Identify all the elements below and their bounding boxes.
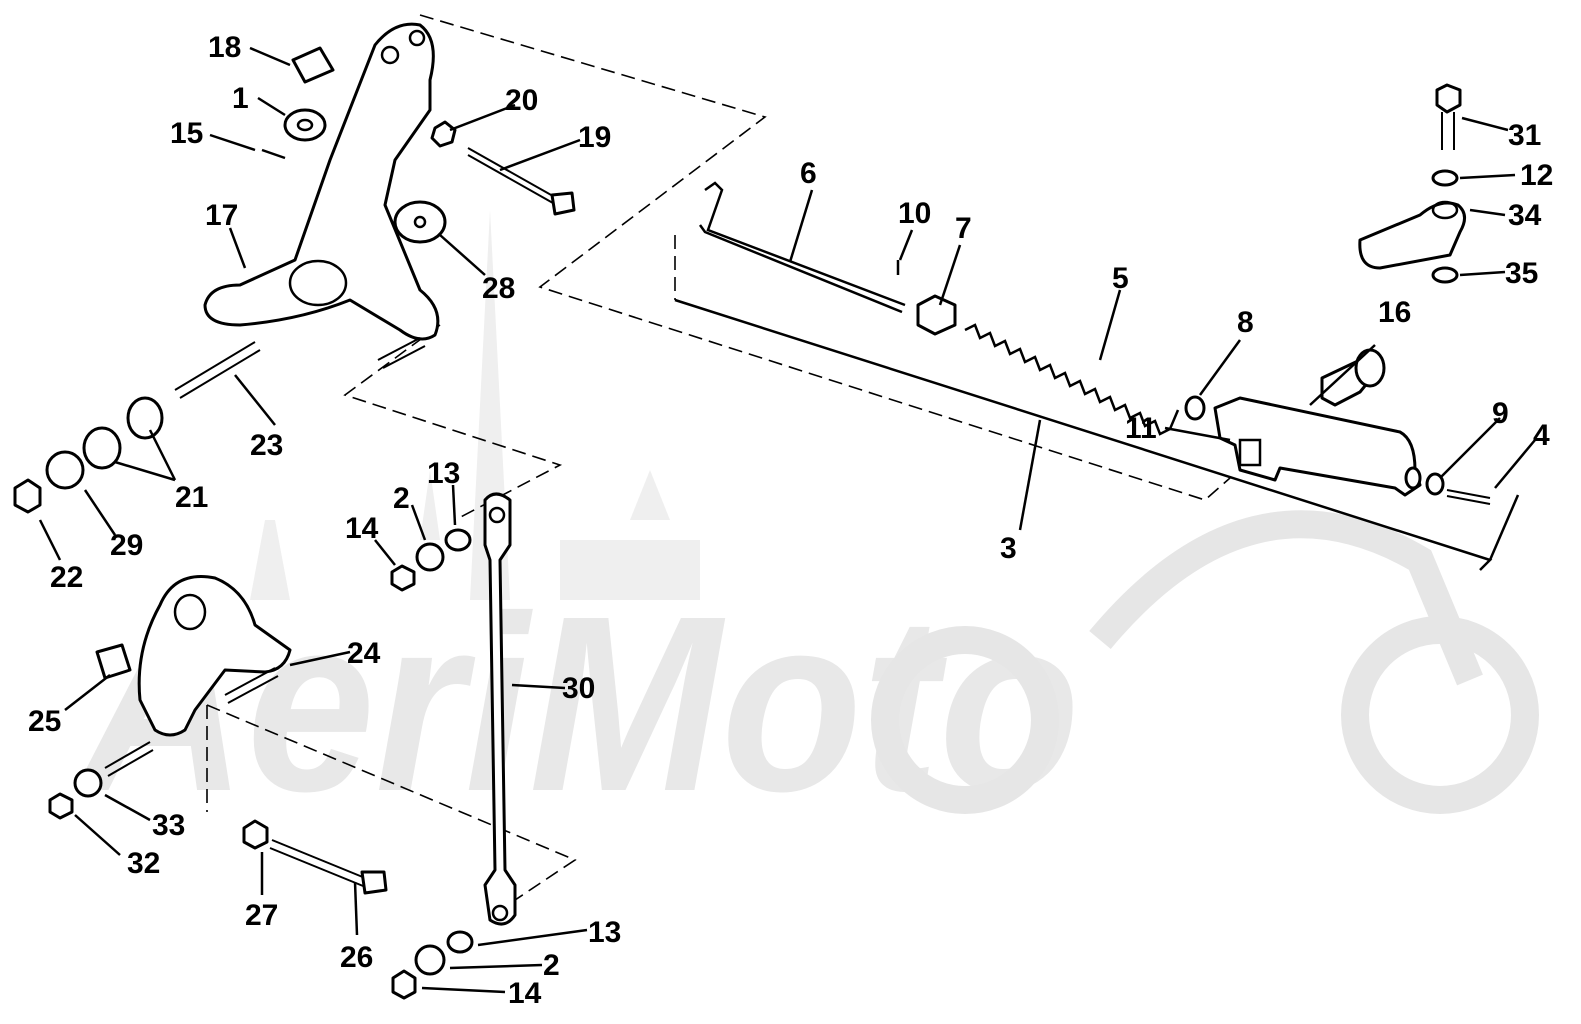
callout-8: 8 <box>1237 306 1254 339</box>
washer-33 <box>73 768 103 798</box>
pivot-sleeve-2 <box>82 426 122 470</box>
callout-14-bottom: 14 <box>508 977 542 1010</box>
washer <box>283 108 327 142</box>
callout-3: 3 <box>1000 532 1017 565</box>
callout-31: 31 <box>1508 119 1541 152</box>
callout-14-top: 14 <box>345 512 379 545</box>
callout-32: 32 <box>127 847 160 880</box>
housing-end <box>1404 466 1422 490</box>
callout-2-top: 2 <box>393 482 410 515</box>
callout-15: 15 <box>170 117 203 150</box>
nut-14-bottom <box>391 969 417 1000</box>
nut-27 <box>242 819 269 850</box>
callout-9: 9 <box>1492 397 1509 430</box>
callout-20: 20 <box>505 84 538 117</box>
callout-30: 30 <box>562 672 595 705</box>
callout-33: 33 <box>152 809 185 842</box>
callout-11: 11 <box>1125 412 1157 445</box>
callout-2-bottom: 2 <box>543 949 560 982</box>
callout-26: 26 <box>340 941 373 974</box>
callout-27: 27 <box>245 899 278 932</box>
bolt-31-head <box>1435 83 1462 114</box>
washer-12 <box>1431 169 1459 187</box>
callout-17: 17 <box>205 199 238 232</box>
shift-arm <box>1358 201 1466 270</box>
callout-23: 23 <box>250 429 283 462</box>
link-rod <box>483 492 517 926</box>
callout-28: 28 <box>482 272 515 305</box>
nut-22 <box>13 478 42 514</box>
bushing-9 <box>1425 472 1445 496</box>
bushing-25 <box>95 643 132 680</box>
shift-lever <box>203 22 440 341</box>
bushing-13-top <box>444 528 472 552</box>
pivot-sleeve <box>126 396 164 440</box>
callout-16: 16 <box>1378 296 1411 329</box>
washer-2-bottom <box>414 944 446 976</box>
callout-18: 18 <box>208 31 241 64</box>
callout-1: 1 <box>232 82 249 115</box>
bushing-13-bottom <box>446 930 474 954</box>
callout-13-top: 13 <box>427 457 460 490</box>
shift-housing <box>1213 396 1422 497</box>
callout-12: 12 <box>1520 159 1553 192</box>
callout-5: 5 <box>1112 262 1129 295</box>
screw-head <box>550 191 576 216</box>
callout-19: 19 <box>578 121 611 154</box>
callout-13-bottom: 13 <box>588 916 621 949</box>
washer-2-top <box>415 542 445 572</box>
lower-bracket <box>137 575 292 737</box>
assembly-lines <box>206 14 1231 911</box>
adjuster-nut <box>916 294 957 336</box>
callout-24: 24 <box>347 637 381 670</box>
shaft-collar <box>1354 348 1386 388</box>
parts <box>13 22 1491 1000</box>
screw-26-head <box>360 870 388 895</box>
callout-10: 10 <box>898 197 931 230</box>
callout-7: 7 <box>955 212 972 245</box>
washer-35 <box>1431 266 1459 284</box>
callout-4: 4 <box>1533 419 1550 452</box>
callout-35: 35 <box>1505 257 1538 290</box>
bushing-8 <box>1184 395 1206 421</box>
callout-21: 21 <box>175 481 208 514</box>
bushing <box>291 46 335 84</box>
callout-6: 6 <box>800 157 817 190</box>
nut <box>430 120 457 148</box>
leader-lines <box>38 46 1536 994</box>
callout-34: 34 <box>1508 199 1542 232</box>
nut-14-top <box>390 564 416 592</box>
spring <box>964 323 1180 436</box>
washer-large <box>393 200 447 244</box>
callout-25: 25 <box>28 705 61 738</box>
washer-29 <box>45 450 85 490</box>
callout-labels: 18 1 15 17 20 19 28 23 21 29 22 14 2 13 … <box>28 31 1553 1010</box>
nut-32 <box>48 792 74 820</box>
callout-22: 22 <box>50 561 83 594</box>
callout-29: 29 <box>110 529 143 562</box>
